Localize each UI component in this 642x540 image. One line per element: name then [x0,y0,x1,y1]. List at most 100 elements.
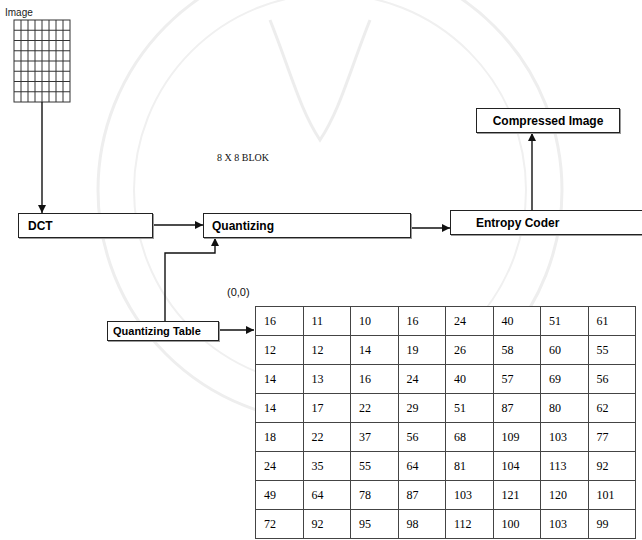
table-value: 22 [304,423,351,451]
table-cell: 112 [446,510,494,539]
table-cell: 99 [589,510,637,539]
table-value: 103 [446,481,493,509]
table-value: 68 [446,423,493,451]
table-value: 51 [541,307,588,335]
table-cell: 81 [446,452,494,481]
box-label: DCT [28,219,53,233]
table-value: 87 [494,394,541,422]
table-value: 81 [446,452,493,480]
table-cell: 55 [351,452,399,481]
table-value: 40 [446,365,493,393]
table-value: 40 [494,307,541,335]
table-cell: 18 [256,423,304,452]
quantization-table: 1611101624405161121214192658605514131624… [255,306,636,539]
table-value: 29 [399,394,446,422]
table-cell: 35 [304,452,352,481]
table-value: 120 [541,481,588,509]
origin-coordinate: (0,0) [227,286,250,298]
table-cell: 68 [446,423,494,452]
table-value: 58 [494,336,541,364]
table-cell: 56 [399,423,447,452]
table-cell: 14 [256,394,304,423]
table-cell: 64 [304,481,352,510]
table-cell: 51 [541,307,589,336]
table-value: 78 [351,481,398,509]
table-cell: 24 [256,452,304,481]
table-value: 51 [446,394,493,422]
table-cell: 14 [351,336,399,365]
table-cell: 69 [541,365,589,394]
table-value: 113 [541,452,588,480]
table-cell: 22 [304,423,352,452]
table-cell: 92 [589,452,637,481]
table-value: 103 [541,510,588,538]
table-value: 72 [256,510,303,538]
table-cell: 19 [399,336,447,365]
table-value: 16 [351,365,398,393]
flow-arrow [153,224,203,225]
flow-arrow [411,227,450,228]
image-block: Image [14,20,70,102]
table-value: 18 [256,423,303,451]
pixel-grid [14,20,70,102]
table-box: Quantizing Table [107,321,219,341]
table-value: 92 [589,452,636,480]
block-label: Image [5,6,33,20]
table-cell: 12 [256,336,304,365]
table-cell: 87 [494,394,542,423]
table-value: 13 [304,365,351,393]
table-value: 14 [256,394,303,422]
table-value: 64 [304,481,351,509]
table-cell: 40 [494,307,542,336]
table-value: 112 [446,510,493,538]
table-pointer-arrow [220,329,254,330]
table-cell: 78 [351,481,399,510]
table-value: 19 [399,336,446,364]
table-cell: 14 [256,365,304,394]
table-cell: 24 [399,365,447,394]
table-cell: 56 [589,365,637,394]
table-value: 17 [304,394,351,422]
table-value: 55 [351,452,398,480]
table-cell: 16 [399,307,447,336]
table-value: 99 [589,510,636,538]
table-value: 109 [494,423,541,451]
block-size-note: 8 X 8 BLOK [217,152,269,163]
table-cell: 72 [256,510,304,539]
process-box: DCT [18,213,153,238]
table-cell: 103 [541,423,589,452]
table-cell: 113 [541,452,589,481]
table-cell: 100 [494,510,542,539]
table-cell: 103 [446,481,494,510]
table-cell: 24 [446,307,494,336]
flow-arrow [41,102,42,213]
table-cell: 61 [589,307,637,336]
table-cell: 77 [589,423,637,452]
table-cell: 87 [399,481,447,510]
table-cell: 95 [351,510,399,539]
table-cell: 40 [446,365,494,394]
table-value: 16 [399,307,446,335]
table-value: 103 [541,423,588,451]
table-value: 60 [541,336,588,364]
table-value: 24 [446,307,493,335]
table-cell: 37 [351,423,399,452]
table-value: 57 [494,365,541,393]
table-cell: 17 [304,394,352,423]
table-value: 16 [256,307,303,335]
table-value: 24 [256,452,303,480]
table-cell: 49 [256,481,304,510]
table-value: 49 [256,481,303,509]
table-value: 11 [304,307,351,335]
grid-lines [14,20,70,102]
table-cell: 26 [446,336,494,365]
table-value: 121 [494,481,541,509]
table-cell: 60 [541,336,589,365]
box-label: Quantizing [212,219,274,233]
table-value: 12 [256,336,303,364]
table-cell: 13 [304,365,352,394]
table-value: 24 [399,365,446,393]
table-value: 14 [256,365,303,393]
table-value: 100 [494,510,541,538]
